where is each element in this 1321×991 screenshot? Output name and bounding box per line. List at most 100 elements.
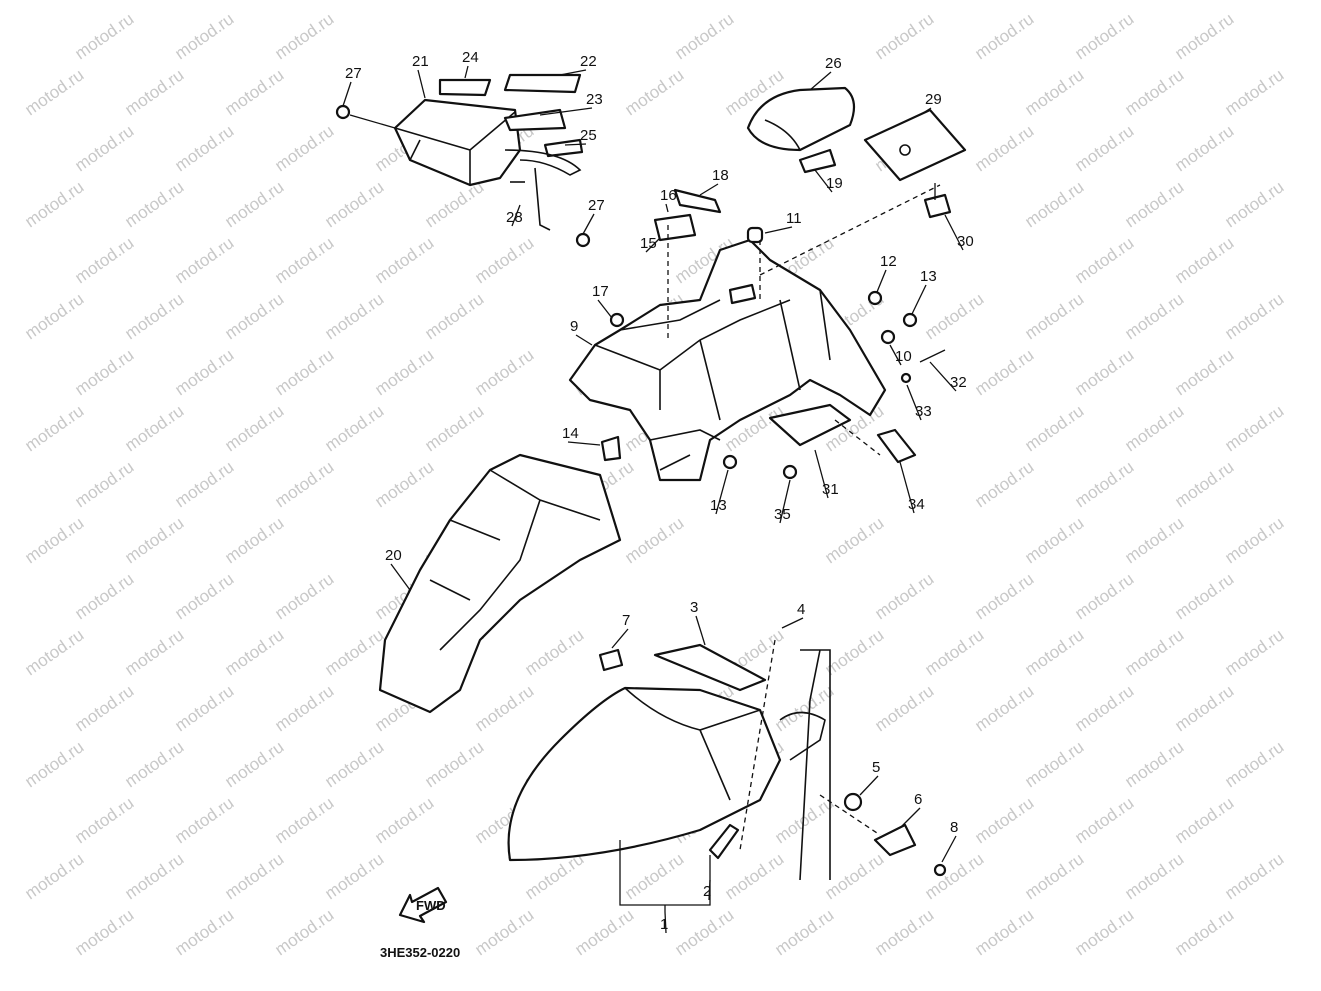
watermark-text: motod.ru <box>421 289 487 343</box>
watermark-text: motod.ru <box>1021 401 1087 455</box>
watermark-text: motod.ru <box>71 681 137 735</box>
watermark-text: motod.ru <box>1221 177 1287 231</box>
leader-line <box>582 213 595 235</box>
watermark-text: motod.ru <box>871 569 937 623</box>
diagram-code: 3HE352-0220 <box>380 945 460 960</box>
watermark-text: motod.ru <box>371 457 437 511</box>
leader-line <box>911 284 927 315</box>
watermark-text: motod.ru <box>971 457 1037 511</box>
callout-32: 32 <box>950 374 967 391</box>
leader-line <box>342 81 352 107</box>
watermark-text: motod.ru <box>321 177 387 231</box>
watermark-text: motod.ru <box>1121 737 1187 791</box>
watermark-text: motod.ru <box>921 625 987 679</box>
watermark-text: motod.ru <box>71 345 137 399</box>
leader-line <box>814 169 833 193</box>
watermark-text: motod.ru <box>421 737 487 791</box>
watermark-text: motod.ru <box>1021 625 1087 679</box>
leader-line <box>645 237 661 253</box>
watermark-text: motod.ru <box>171 9 237 63</box>
watermark-text: motod.ru <box>1021 849 1087 903</box>
callout-18: 18 <box>712 167 729 184</box>
watermark-text: motod.ru <box>171 233 237 287</box>
watermark-text: motod.ru <box>271 121 337 175</box>
callout-34: 34 <box>908 496 925 513</box>
watermark-text: motod.ru <box>171 681 237 735</box>
watermark-text: motod.ru <box>121 625 187 679</box>
callout-13b: 13 <box>710 497 727 514</box>
watermark-text: motod.ru <box>271 345 337 399</box>
watermark-text: motod.ru <box>321 289 387 343</box>
leader-line <box>417 69 426 99</box>
watermark-text: motod.ru <box>771 905 837 959</box>
watermark-text: motod.ru <box>421 177 487 231</box>
part-1-front-fender <box>507 639 947 912</box>
watermark-text: motod.ru <box>271 905 337 959</box>
leader-line <box>929 361 957 392</box>
callout-8: 8 <box>950 819 958 836</box>
watermark-text: motod.ru <box>71 233 137 287</box>
watermark-text: motod.ru <box>1121 401 1187 455</box>
watermark-text: motod.ru <box>1221 513 1287 567</box>
part-9-rear-fender <box>568 184 946 482</box>
watermark-text: motod.ru <box>1071 457 1137 511</box>
leader-line <box>899 461 915 514</box>
watermark-text: motod.ru <box>71 569 137 623</box>
watermark-text: motod.ru <box>971 345 1037 399</box>
watermark-text: motod.ru <box>571 905 637 959</box>
watermark-text: motod.ru <box>1171 905 1237 959</box>
watermark-text: motod.ru <box>721 849 787 903</box>
leader-line <box>664 911 667 934</box>
watermark-text: motod.ru <box>121 737 187 791</box>
leader-line <box>919 107 932 116</box>
watermark-text: motod.ru <box>871 905 937 959</box>
watermark-text: motod.ru <box>1071 121 1137 175</box>
leader-line <box>779 479 791 524</box>
watermark-text: motod.ru <box>221 65 287 119</box>
watermark-text: motod.ru <box>271 793 337 847</box>
callout-4: 4 <box>797 601 805 618</box>
callout-11: 11 <box>786 210 802 227</box>
watermark-text: motod.ru <box>471 233 537 287</box>
leader-line <box>906 384 922 421</box>
callout-27a: 27 <box>345 65 362 82</box>
watermark-text: motod.ru <box>71 457 137 511</box>
watermark-text: motod.ru <box>71 793 137 847</box>
leader-line <box>715 469 729 515</box>
callout-5: 5 <box>872 759 880 776</box>
watermark-text: motod.ru <box>21 289 87 343</box>
watermark-text: motod.ru <box>1221 849 1287 903</box>
leader-line <box>567 441 601 446</box>
callout-19: 19 <box>826 175 843 192</box>
watermark-text: motod.ru <box>1071 681 1137 735</box>
leader-line <box>564 143 587 146</box>
watermark-text: motod.ru <box>1221 737 1287 791</box>
callout-20: 20 <box>385 547 402 564</box>
leader-line <box>665 203 669 213</box>
callout-12: 12 <box>880 253 897 270</box>
watermark-text: motod.ru <box>1021 289 1087 343</box>
watermark-text: motod.ru <box>471 905 537 959</box>
leader-line <box>809 71 832 91</box>
watermark-text: motod.ru <box>971 9 1037 63</box>
watermark-text: motod.ru <box>971 681 1037 735</box>
watermark-text: motod.ru <box>121 177 187 231</box>
watermark-text: motod.ru <box>971 121 1037 175</box>
watermark-text: motod.ru <box>471 345 537 399</box>
watermark-text: motod.ru <box>121 289 187 343</box>
watermark-text: motod.ru <box>121 401 187 455</box>
leader-line <box>699 183 719 196</box>
leader-line <box>889 344 902 366</box>
watermark-text: motod.ru <box>1071 233 1137 287</box>
watermark-text: motod.ru <box>971 569 1037 623</box>
callout-25: 25 <box>580 127 597 144</box>
watermark-text: motod.ru <box>21 625 87 679</box>
callout-10: 10 <box>895 348 912 365</box>
watermark-text: motod.ru <box>271 233 337 287</box>
callout-1: 1 <box>660 916 668 933</box>
watermark-text: motod.ru <box>271 569 337 623</box>
watermark-text: motod.ru <box>871 9 937 63</box>
watermark-text: motod.ru <box>221 737 287 791</box>
part-20-inner-fender <box>378 453 622 714</box>
watermark-text: motod.ru <box>371 793 437 847</box>
